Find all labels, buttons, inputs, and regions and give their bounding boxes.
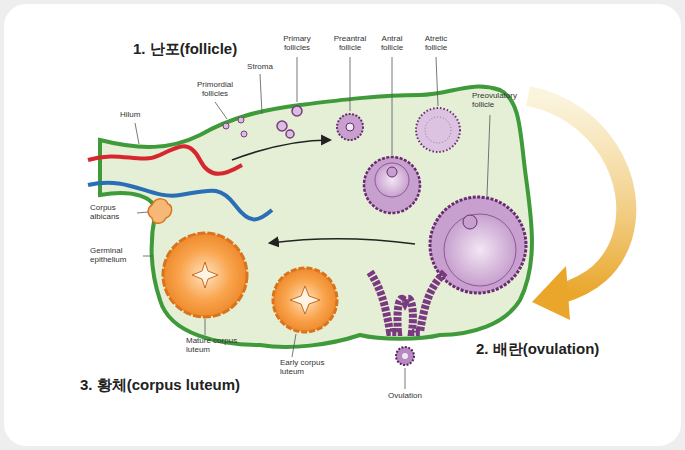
part-label: Germinal epithelium <box>90 246 142 264</box>
preovulatory-follicle <box>430 197 526 293</box>
early-corpus-luteum <box>273 268 337 332</box>
part-label: Primordial follicles <box>190 80 240 98</box>
primary-follicles <box>277 106 302 138</box>
preantral-follicle <box>337 114 363 140</box>
part-label: Hilum <box>120 110 160 119</box>
flow-arrow <box>270 239 415 244</box>
cycle-arrow <box>528 96 626 294</box>
part-label: Corpus albicans <box>90 203 136 221</box>
antral-follicle <box>364 157 420 213</box>
part-label: Early corpus luteum <box>280 358 340 376</box>
atretic-follicle <box>416 108 460 152</box>
corpus-albicans <box>148 199 171 223</box>
part-label: Atretic follicle <box>414 34 458 52</box>
artery <box>88 146 242 174</box>
cycle-arrowhead <box>532 266 570 320</box>
part-label: Primary follicles <box>273 34 321 52</box>
ovary <box>100 87 532 347</box>
part-label: Preovulatory follicle <box>472 91 534 109</box>
ruptured-follicle <box>370 272 445 332</box>
flow-arrow <box>232 140 330 160</box>
part-label: Antral follicle <box>370 34 414 52</box>
ovum <box>396 347 414 365</box>
part-label: Ovulation <box>375 391 435 400</box>
part-label: Mature corpus luteum <box>186 336 246 354</box>
stage-heading: 1. 난포(follicle) <box>133 40 303 57</box>
part-label: Preantral follicle <box>325 34 375 52</box>
part-label: Stroma <box>240 62 280 71</box>
primordial-follicles <box>223 117 247 137</box>
stage-heading: 3. 황체(corpus luteum) <box>80 376 300 393</box>
stage-heading: 2. 배란(ovulation) <box>476 340 656 357</box>
leader-lines <box>135 57 490 389</box>
mature-corpus-luteum <box>163 233 247 317</box>
